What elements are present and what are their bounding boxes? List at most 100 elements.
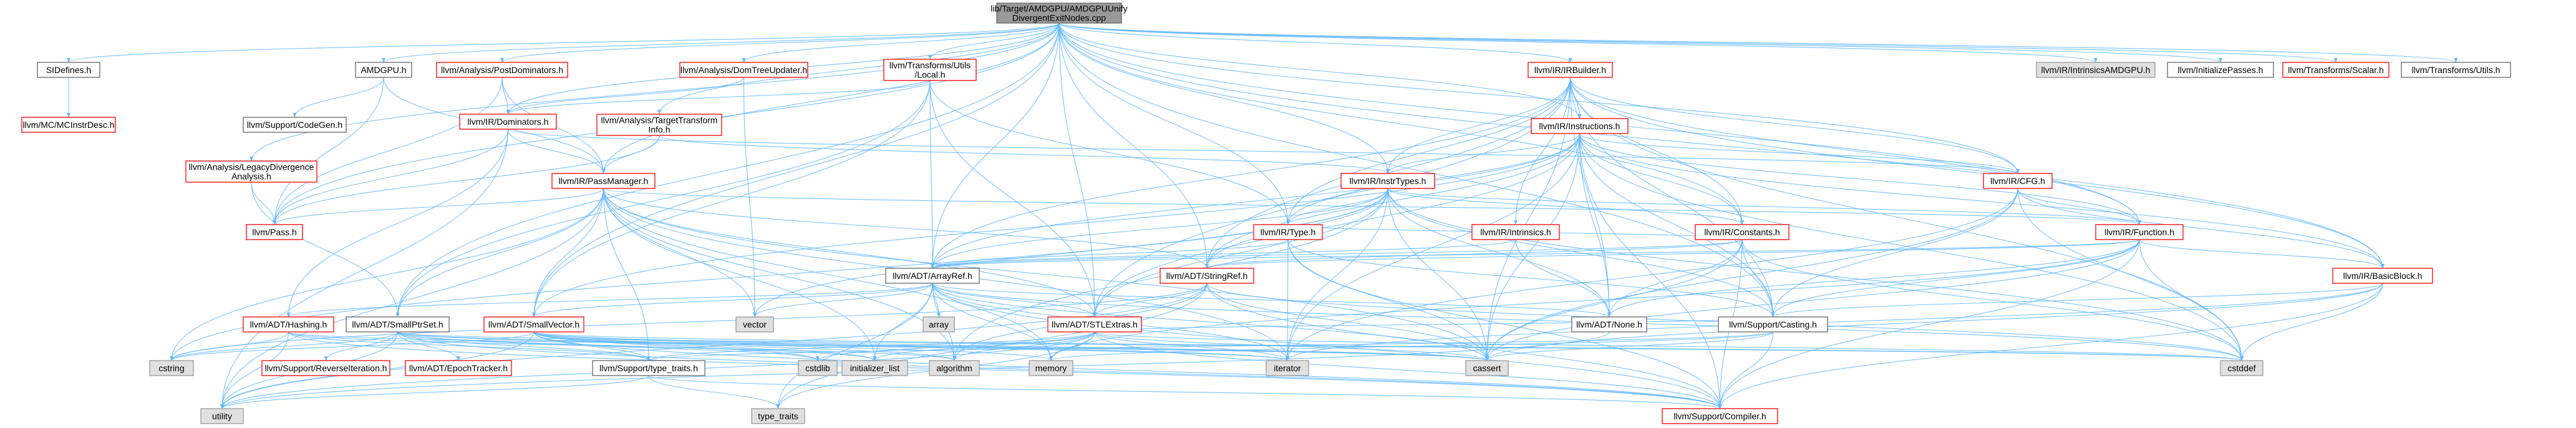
node-type[interactable]: llvm/IR/Type.h <box>1253 224 1323 240</box>
node-postdom[interactable]: llvm/Analysis/PostDominators.h <box>436 62 568 78</box>
node-transutilslocal[interactable]: llvm/Transforms/Utils/Local.h <box>883 59 977 81</box>
dependency-edge-passmanager-cstring <box>169 188 604 361</box>
node-label: Info.h <box>648 125 670 135</box>
node-box <box>2401 62 2511 78</box>
node-intrinsicsamdgpu[interactable]: llvm/IR/IntrinsicsAMDGPU.h <box>2036 62 2156 78</box>
node-label: llvm/Support/ReverseIteration.h <box>264 363 387 373</box>
node-cstddef[interactable]: cstddef <box>2220 360 2264 376</box>
dependency-edge-function-compiler <box>1718 239 2140 409</box>
node-instrtypes[interactable]: llvm/IR/InstrTypes.h <box>1340 173 1435 189</box>
node-instructions[interactable]: llvm/IR/Instructions.h <box>1531 118 1629 134</box>
node-constants[interactable]: llvm/IR/Constants.h <box>1695 224 1789 240</box>
node-none[interactable]: llvm/ADT/None.h <box>1571 316 1647 333</box>
node-typetraitsllvm[interactable]: llvm/Support/type_traits.h <box>592 360 705 376</box>
node-cstdlib[interactable]: cstdlib <box>798 360 838 376</box>
node-amdgpuh[interactable]: AMDGPU.h <box>355 62 412 78</box>
node-label: llvm/Support/type_traits.h <box>599 363 698 373</box>
node-sidefines[interactable]: SIDefines.h <box>37 62 100 78</box>
node-reverseiter[interactable]: llvm/Support/ReverseIteration.h <box>261 360 390 376</box>
node-memory[interactable]: memory <box>1029 360 1073 376</box>
node-box <box>355 62 412 78</box>
node-iterator[interactable]: iterator <box>1266 360 1309 376</box>
node-mcinstrdesc[interactable]: llvm/MC/MCInstrDesc.h <box>21 117 116 133</box>
node-function[interactable]: llvm/IR/Function.h <box>2095 224 2184 240</box>
node-typetraits[interactable]: type_traits <box>751 408 805 424</box>
dependency-edge-smallvector-cstdlib <box>533 331 820 361</box>
dependency-edge-function-stringref <box>1205 239 2140 269</box>
dependency-edge-smallptrset-iterator <box>397 331 1289 361</box>
node-box <box>1266 360 1309 376</box>
dependency-edge-cfg-function <box>2017 188 2142 225</box>
dependency-edge-smallvector-algorithm <box>533 331 956 361</box>
node-stringref[interactable]: llvm/ADT/StringRef.h <box>1160 268 1254 284</box>
node-array[interactable]: array <box>922 316 955 333</box>
node-box <box>592 360 705 376</box>
dependency-edge-amdgpuh-codegen <box>293 77 384 118</box>
node-intrinsics[interactable]: llvm/IR/Intrinsics.h <box>1471 224 1560 240</box>
node-cfg[interactable]: llvm/IR/CFG.h <box>1983 173 2053 189</box>
node-stlextras[interactable]: llvm/ADT/STLExtras.h <box>1047 316 1142 333</box>
node-epochtracker[interactable]: llvm/ADT/EpochTracker.h <box>405 360 512 376</box>
node-hashing[interactable]: llvm/ADT/Hashing.h <box>243 316 334 333</box>
node-box <box>1983 173 2053 189</box>
node-basicblock[interactable]: llvm/IR/BasicBlock.h <box>2332 268 2433 284</box>
node-compiler[interactable]: llvm/Support/Compiler.h <box>1662 408 1778 424</box>
node-utility[interactable]: utility <box>200 408 244 424</box>
node-box <box>1253 224 1323 240</box>
edges-layer <box>66 22 2458 409</box>
dependency-edge-root-stringref <box>1058 22 1209 269</box>
dependency-edge-cfg-iterator <box>1285 188 2018 361</box>
node-label: Analysis.h <box>231 172 271 182</box>
node-smallptrset[interactable]: llvm/ADT/SmallPtrSet.h <box>346 316 450 333</box>
dependency-edge-passmanager-stlextras <box>603 188 1097 318</box>
node-transutils[interactable]: llvm/Transforms/Utils.h <box>2401 62 2511 78</box>
node-cassert[interactable]: cassert <box>1465 360 1509 376</box>
node-vector[interactable]: vector <box>735 316 774 333</box>
dependency-edge-constants-arrayref <box>931 239 1743 269</box>
node-label: llvm/ADT/ArrayRef.h <box>893 271 972 281</box>
node-scalar[interactable]: llvm/Transforms/Scalar.h <box>2282 62 2390 78</box>
node-initpasses[interactable]: llvm/InitializePasses.h <box>2167 62 2274 78</box>
dependency-edge-hashing-utility <box>220 331 289 409</box>
dependency-edge-stringref-cassert <box>1206 283 1489 361</box>
node-label: llvm/ADT/STLExtras.h <box>1052 319 1138 329</box>
node-box <box>1029 360 1073 376</box>
dependency-edge-stlextras-initlist <box>873 331 1095 361</box>
dependency-edge-cfg-cassert <box>1484 188 2018 361</box>
dependency-edge-irbuilder-type <box>1286 77 1571 225</box>
node-algorithm[interactable]: algorithm <box>929 360 980 376</box>
node-dominators[interactable]: llvm/IR/Dominators.h <box>459 114 557 130</box>
dependency-edge-constants-casting <box>1741 239 1775 318</box>
dependency-edge-arrayref-cassert <box>932 283 1489 361</box>
dependency-edge-instrtypes-function <box>1387 188 2141 225</box>
node-box <box>1718 316 1828 333</box>
node-label: llvm/IR/InstrTypes.h <box>1350 176 1426 186</box>
dependency-edge-root-smallvector <box>531 22 1060 318</box>
node-domtreeupd[interactable]: llvm/Analysis/DomTreeUpdater.h <box>679 62 808 78</box>
dependency-edge-stringref-compiler <box>1206 283 1722 409</box>
node-irbuilder[interactable]: llvm/IR/IRBuilder.h <box>1528 62 1613 78</box>
dependency-edge-cfg-basicblock <box>2017 188 2385 269</box>
node-initlist[interactable]: initializer_list <box>841 360 908 376</box>
node-cstring[interactable]: cstring <box>149 360 194 376</box>
node-arrayref[interactable]: llvm/ADT/ArrayRef.h <box>885 268 980 284</box>
node-casting[interactable]: llvm/Support/Casting.h <box>1718 316 1828 333</box>
node-passmanager[interactable]: llvm/IR/PassManager.h <box>551 173 656 189</box>
node-label: llvm/ADT/StringRef.h <box>1166 271 1248 281</box>
dependency-edge-stringref-utility <box>220 283 1208 409</box>
dependency-edge-type-compiler <box>1287 239 1722 409</box>
dependency-edge-smallptrset-cassert <box>397 331 1489 361</box>
node-smallvector[interactable]: llvm/ADT/SmallVector.h <box>483 316 584 333</box>
node-pass[interactable]: llvm/Pass.h <box>246 224 303 240</box>
node-label: llvm/InitializePasses.h <box>2178 65 2264 75</box>
dependency-edge-targettransform-pass <box>272 135 660 225</box>
dependency-edge-instructions-iterator <box>1285 133 1581 361</box>
dependency-edge-root-transutils <box>1058 22 2458 63</box>
node-box <box>996 2 1122 24</box>
dependency-edge-constants-none <box>1607 239 1743 318</box>
dependency-edge-dominators-cfg <box>507 129 2020 174</box>
dependency-edge-instructions-cassert <box>1484 133 1581 361</box>
node-codegen[interactable]: llvm/Support/CodeGen.h <box>243 117 347 133</box>
